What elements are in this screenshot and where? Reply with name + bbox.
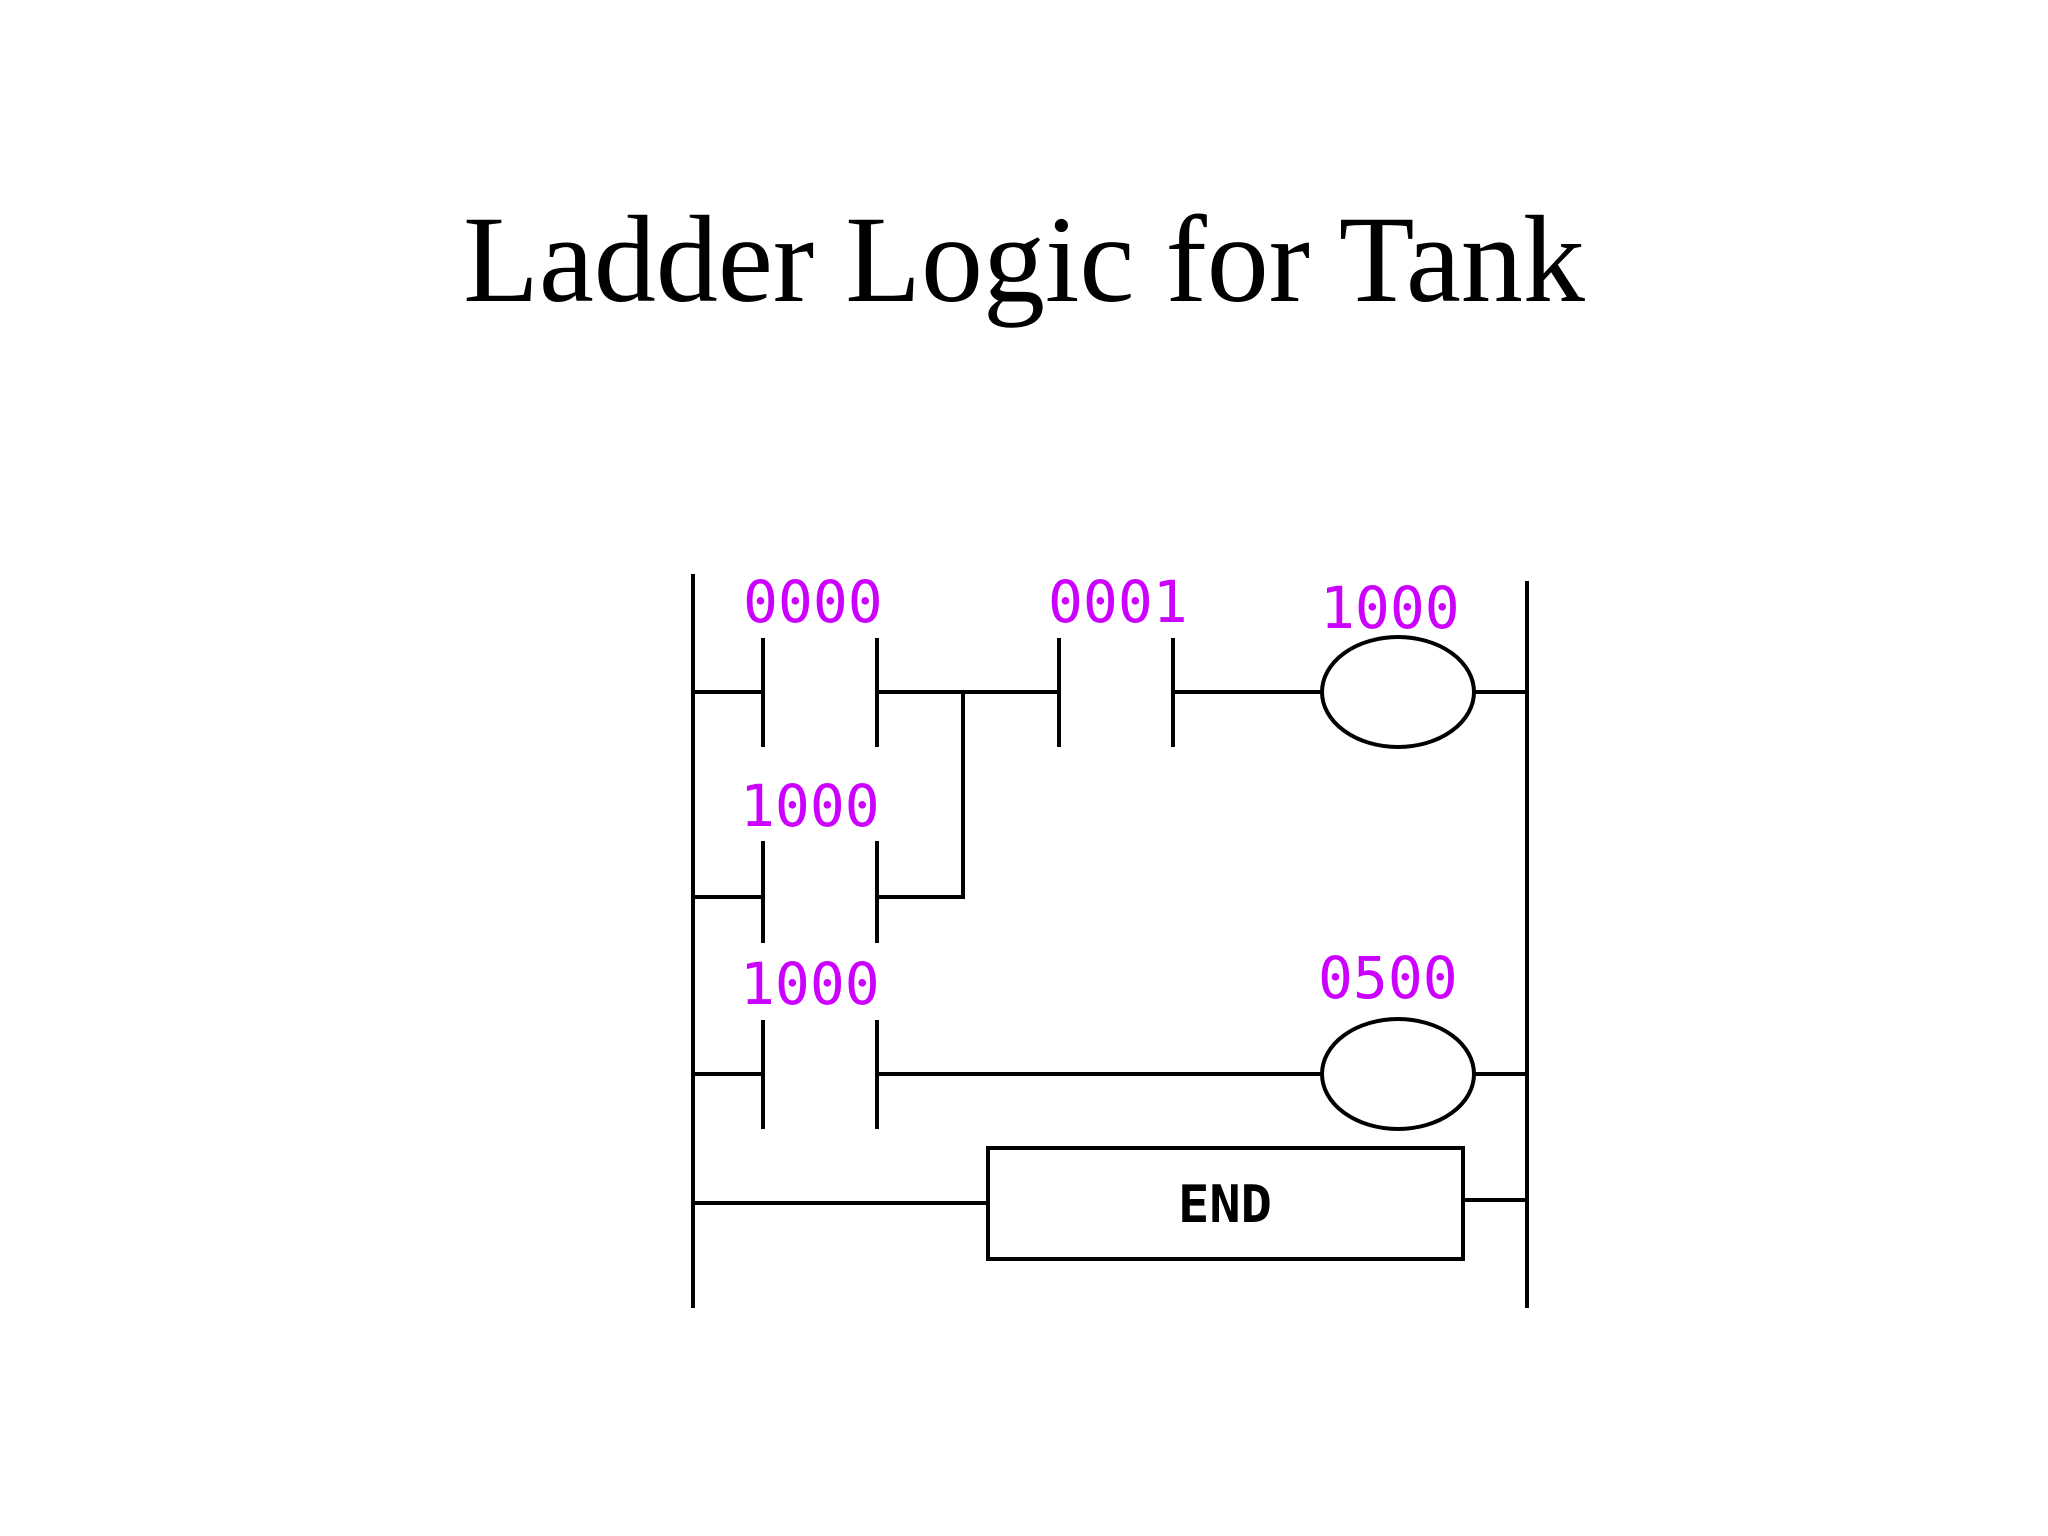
contact-address-label: 1000 bbox=[740, 772, 880, 840]
end-instruction-box bbox=[986, 1146, 1465, 1261]
contact-0000 bbox=[761, 638, 879, 747]
coil-1000 bbox=[1320, 635, 1476, 749]
coil-0500 bbox=[1320, 1017, 1476, 1131]
coil-address-label: 1000 bbox=[1320, 574, 1460, 642]
page-title: Ladder Logic for Tank bbox=[463, 191, 1585, 328]
contact-1000-seal-in bbox=[761, 841, 879, 943]
contact-0001 bbox=[1057, 638, 1175, 747]
contact-1000 bbox=[761, 1020, 879, 1129]
rung-1-branch: 1000 bbox=[691, 772, 965, 943]
contact-address-label: 1000 bbox=[740, 950, 880, 1018]
rung-1: 0000 0001 1000 bbox=[691, 568, 1529, 899]
rung-2: 1000 0500 bbox=[691, 944, 1529, 1131]
contact-address-label: 0001 bbox=[1048, 568, 1188, 636]
contact-address-label: 0000 bbox=[743, 568, 883, 636]
coil-address-label: 0500 bbox=[1318, 944, 1458, 1012]
rung-3: END bbox=[691, 1146, 1529, 1261]
end-instruction-label: END bbox=[1178, 1175, 1272, 1235]
